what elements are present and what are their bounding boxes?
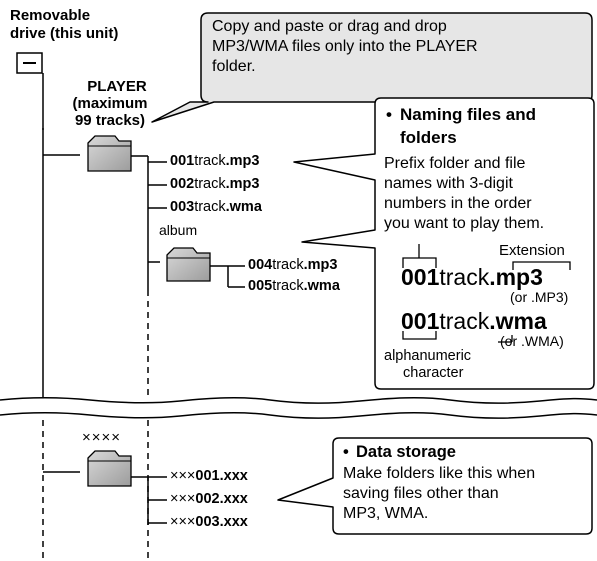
naming-brackets [402, 244, 571, 343]
naming-callout-shape [293, 97, 595, 390]
file-extension: .mp3 [225, 176, 260, 192]
drive-icon [16, 52, 43, 74]
example-number: 001 [401, 308, 440, 334]
file-number: 003 [170, 199, 195, 215]
naming-example-1: 001track.mp3 [401, 266, 543, 289]
file-name: track [194, 199, 226, 215]
naming-desc-line1: Prefix folder and file [384, 155, 526, 172]
example-name: track [439, 264, 490, 290]
file-name: track [194, 153, 226, 169]
file-number: 001 [170, 153, 195, 169]
example-2-alt: (or .WMA) [500, 333, 564, 349]
player-label-line1: PLAYER [87, 78, 147, 95]
file-number: 002 [170, 176, 195, 192]
char-label-line2: character [403, 365, 464, 381]
example-extension: .mp3 [489, 264, 543, 290]
data-storage-line3: MP3, WMA. [343, 505, 429, 522]
naming-desc-line2: names with 3-digit [384, 175, 513, 192]
folder-icon [87, 135, 132, 172]
data-storage-line2: saving files other than [343, 485, 499, 502]
file-extension: .xxx [219, 468, 248, 484]
file-extension: .wma [225, 199, 262, 215]
file-item: 003track.wma [170, 199, 262, 215]
file-name: track [272, 257, 304, 273]
file-name: track [272, 278, 304, 294]
file-number: 001 [195, 468, 220, 484]
data-storage-title: Data storage [356, 443, 456, 461]
file-item: 002track.mp3 [170, 176, 260, 192]
other-folder-icon [87, 450, 132, 487]
char-label-line1: alphanumeric [384, 348, 472, 364]
album-folder-icon [166, 247, 211, 282]
example-extension: .wma [489, 308, 547, 334]
data-storage-line1: Make folders like this when [343, 465, 536, 482]
player-label-line2: (maximum [72, 95, 148, 112]
album-label: album [159, 222, 198, 238]
copy-callout-line2: MP3/WMA files only into the PLAYER [212, 38, 478, 55]
file-number: 003 [195, 514, 220, 530]
extension-label: Extension [499, 242, 565, 259]
naming-desc-line4: you want to play them. [384, 215, 545, 232]
drive-label-line2: drive (this unit) [10, 25, 119, 42]
example-number: 001 [401, 264, 440, 290]
file-number: 004 [248, 257, 273, 273]
file-prefix: ××× [170, 514, 196, 530]
copy-callout-shape [151, 12, 593, 123]
file-extension: .wma [303, 278, 340, 294]
data-storage-bullet: • [343, 443, 349, 461]
naming-title-line2: folders [400, 128, 457, 147]
file-name: track [194, 176, 226, 192]
copy-callout-line1: Copy and paste or drag and drop [212, 18, 447, 35]
naming-desc-line3: numbers in the order [384, 195, 532, 212]
naming-example-2: 001track.wma [401, 310, 547, 333]
drive-label-line1: Removable [10, 7, 91, 24]
player-label-line3: 99 tracks) [74, 112, 146, 129]
file-extension: .mp3 [303, 257, 338, 273]
file-prefix: ××× [170, 491, 196, 507]
file-item: ×××003.xxx [170, 514, 248, 530]
file-prefix: ××× [170, 468, 196, 484]
file-item: 005track.wma [248, 278, 340, 294]
file-number: 002 [195, 491, 220, 507]
break-separator [0, 397, 597, 419]
file-item: ×××001.xxx [170, 468, 248, 484]
naming-title-line1: Naming files and [400, 105, 537, 124]
example-1-alt: (or .MP3) [510, 289, 569, 305]
file-number: 005 [248, 278, 273, 294]
naming-bullet: • [386, 105, 392, 124]
file-extension: .xxx [219, 491, 248, 507]
example-name: track [439, 308, 490, 334]
file-extension: .mp3 [225, 153, 260, 169]
file-item: 004track.mp3 [248, 257, 338, 273]
copy-callout-line3: folder. [212, 58, 256, 75]
file-item: 001track.mp3 [170, 153, 260, 169]
other-folder-label: ×××× [82, 429, 122, 446]
file-item: ×××002.xxx [170, 491, 248, 507]
data-storage-callout-shape [277, 437, 593, 535]
file-extension: .xxx [219, 514, 248, 530]
